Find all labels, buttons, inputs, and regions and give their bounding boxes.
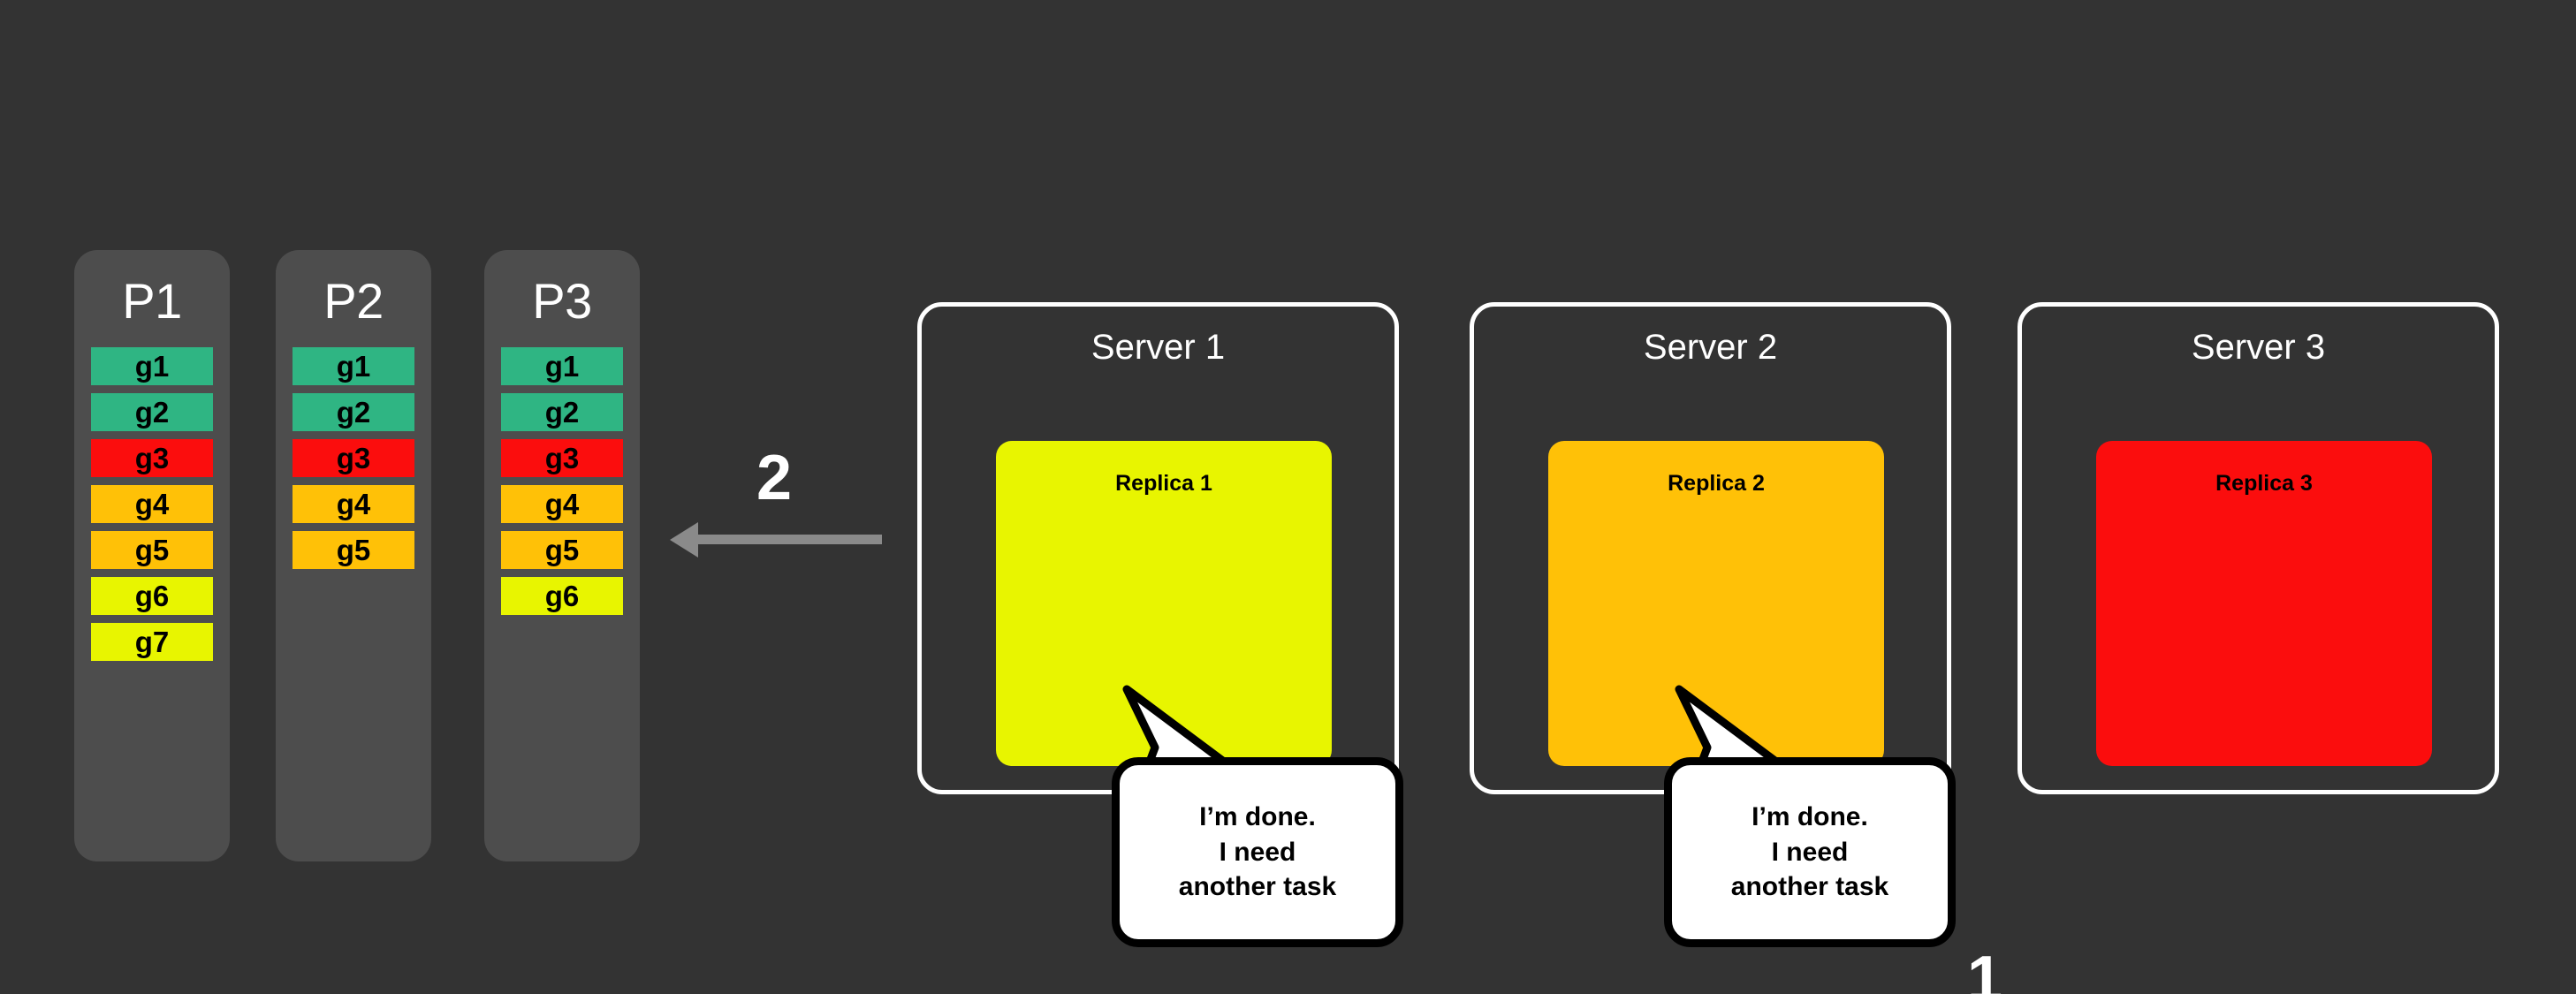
replica-label: Replica 2 [1668, 471, 1765, 496]
server-title: Server 1 [1090, 328, 1226, 367]
group-block: g2 [293, 393, 414, 431]
speech-bubble-line: I need [1219, 837, 1296, 867]
replica-label: Replica 3 [2215, 471, 2313, 496]
speech-bubble-line: I need [1771, 837, 1849, 867]
replica-label: Replica 1 [1115, 471, 1212, 496]
arrow-shaft [689, 535, 882, 544]
partition-title: P1 [122, 273, 182, 329]
group-block: g3 [501, 439, 623, 477]
speech-bubble-line: I’m done. [1752, 801, 1868, 831]
server-box-3: Server 3 Replica 3 [2017, 302, 2499, 794]
group-list: g1 g2 g3 g4 g5 g6 g7 [74, 347, 230, 661]
partition-column-p1: P1 g1 g2 g3 g4 g5 g6 g7 [74, 250, 230, 861]
group-block: g4 [91, 485, 213, 523]
group-block: g1 [91, 347, 213, 385]
speech-bubble-line: I’m done. [1199, 801, 1316, 831]
server-box-1: Server 1 Replica 1 [917, 302, 1399, 794]
group-list: g1 g2 g3 g4 g5 [276, 347, 431, 569]
step-number-1: 1 [1967, 944, 2003, 994]
group-block: g2 [91, 393, 213, 431]
partition-column-p2: P2 g1 g2 g3 g4 g5 [276, 250, 431, 861]
partition-column-p3: P3 g1 g2 g3 g4 g5 g6 [484, 250, 640, 861]
group-list: g1 g2 g3 g4 g5 g6 [484, 347, 640, 615]
speech-bubble-line: another task [1178, 872, 1337, 902]
group-block: g3 [91, 439, 213, 477]
replica-box-3: Replica 3 [2096, 441, 2432, 766]
step-number-2: 2 [756, 443, 793, 513]
group-block: g5 [293, 531, 414, 569]
partition-title: P2 [323, 273, 384, 329]
group-block: g4 [501, 485, 623, 523]
arrow-head-icon [670, 522, 698, 558]
group-block: g4 [293, 485, 414, 523]
server-title: Server 3 [2191, 328, 2326, 367]
group-block: g2 [501, 393, 623, 431]
group-block: g1 [293, 347, 414, 385]
group-block: g1 [501, 347, 623, 385]
group-block: g6 [501, 577, 623, 615]
group-block: g5 [501, 531, 623, 569]
speech-bubble-1: I’m done. I need another task [1112, 757, 1403, 947]
replica-box-1: Replica 1 [996, 441, 1332, 766]
group-block: g7 [91, 623, 213, 661]
replica-box-2: Replica 2 [1548, 441, 1884, 766]
server-title: Server 2 [1643, 328, 1778, 367]
speech-bubble-2: I’m done. I need another task [1664, 757, 1956, 947]
group-block: g3 [293, 439, 414, 477]
group-block: g6 [91, 577, 213, 615]
assignment-arrow-group: 2 [670, 446, 882, 561]
partition-title: P3 [532, 273, 592, 329]
server-box-2: Server 2 Replica 2 [1470, 302, 1951, 794]
group-block: g5 [91, 531, 213, 569]
speech-bubble-line: another task [1730, 872, 1889, 902]
